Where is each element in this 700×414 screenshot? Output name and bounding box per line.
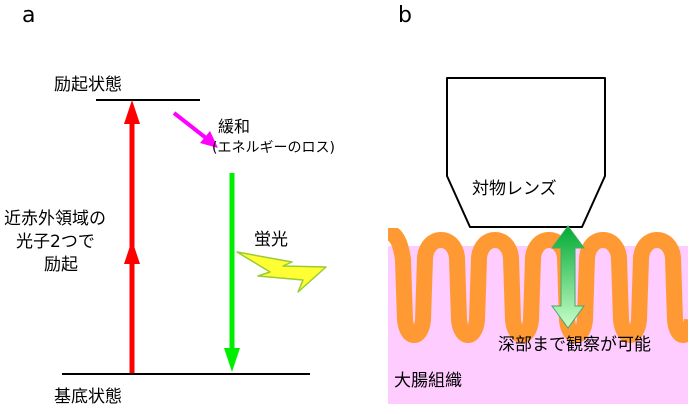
relaxation-label: 緩和 xyxy=(218,117,250,136)
panel-b: b 対物レンズ 深部まで観察が可能 大腸組織 xyxy=(388,3,688,404)
objective-lens-label: 対物レンズ xyxy=(472,179,557,199)
excited-state-label: 励起状態 xyxy=(54,75,122,95)
objective-lens-icon xyxy=(446,77,606,228)
fluorescence-label: 蛍光 xyxy=(254,230,288,250)
relaxation-note: (エネルギーのロス) xyxy=(212,140,335,156)
excitation-label-line-3: 励起 xyxy=(44,255,78,275)
relaxation-arrow xyxy=(172,111,218,148)
deep-observation-label: 深部まで観察が可能 xyxy=(498,335,651,355)
excitation-arrow xyxy=(124,100,140,373)
panel-b-label: b xyxy=(398,3,412,28)
excitation-label-line-1: 近赤外領域の xyxy=(4,209,106,229)
lightning-bolt-icon xyxy=(236,251,327,293)
tissue-label: 大腸組織 xyxy=(394,371,462,391)
depth-double-arrow xyxy=(551,225,585,329)
emission-arrow xyxy=(224,173,240,372)
excitation-label-line-2: 光子2つで xyxy=(16,232,95,252)
panel-a-label: a xyxy=(22,3,35,28)
villi xyxy=(388,228,688,343)
colon-tissue xyxy=(388,228,688,404)
panel-a: a 励起状態 基底状態 近赤外領域の 光子2つで 励起 緩和 (エネルギーのロス… xyxy=(4,3,335,407)
ground-state-label: 基底状態 xyxy=(54,387,122,407)
